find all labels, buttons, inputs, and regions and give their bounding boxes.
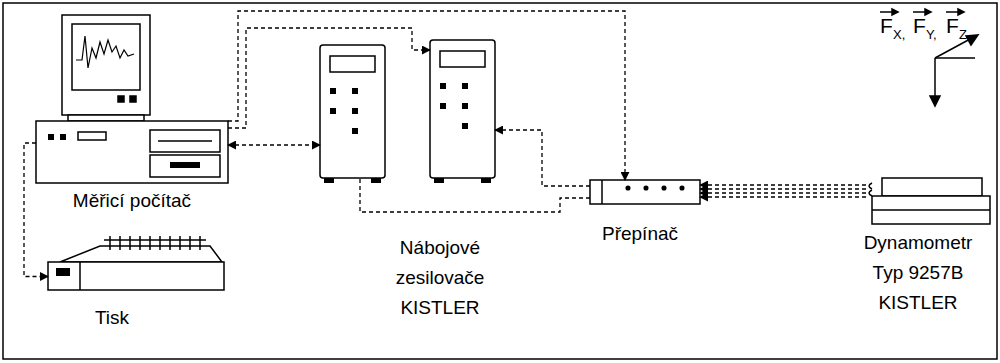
amplifier-drawing xyxy=(320,40,495,183)
computer-drawing xyxy=(36,15,228,183)
signal-connector xyxy=(228,11,625,180)
force-subscript: X, xyxy=(893,28,905,41)
charge-amplifiers-node: Nábojové zesilovače KISTLER xyxy=(320,40,495,183)
force-subscript: Y, xyxy=(926,28,937,41)
printer-drawing xyxy=(48,246,224,290)
signal-connector xyxy=(24,143,48,277)
signal-connector xyxy=(700,185,866,197)
dynamometer-node: Dynamometr Typ 9257B KISTLER xyxy=(870,178,990,224)
signal-connector xyxy=(228,28,430,128)
paper-rollers xyxy=(104,236,206,250)
signal-connector xyxy=(495,130,590,186)
computer-node: Měřicí počítač xyxy=(36,15,228,183)
node-label: Tisk xyxy=(72,303,152,333)
node-label: Měřicí počítač xyxy=(32,186,232,216)
switch-drawing xyxy=(590,180,700,204)
node-label: Dynamometr Typ 9257B KISTLER xyxy=(848,228,988,318)
force-subscript: Z xyxy=(959,28,967,41)
node-label: Přepínač xyxy=(585,219,695,249)
force-symbol: F xyxy=(913,15,926,36)
frame xyxy=(3,3,997,359)
signal-connector xyxy=(228,145,320,146)
switch-node: Přepínač xyxy=(590,180,700,204)
printer-node: Tisk xyxy=(48,236,224,290)
node-label: Nábojové zesilovače KISTLER xyxy=(380,233,500,323)
force-symbol: F xyxy=(880,15,893,36)
dynamometer-drawing xyxy=(869,178,990,224)
force-symbol: F xyxy=(946,15,959,36)
signal-connector xyxy=(360,178,590,212)
force-axes xyxy=(880,9,978,106)
